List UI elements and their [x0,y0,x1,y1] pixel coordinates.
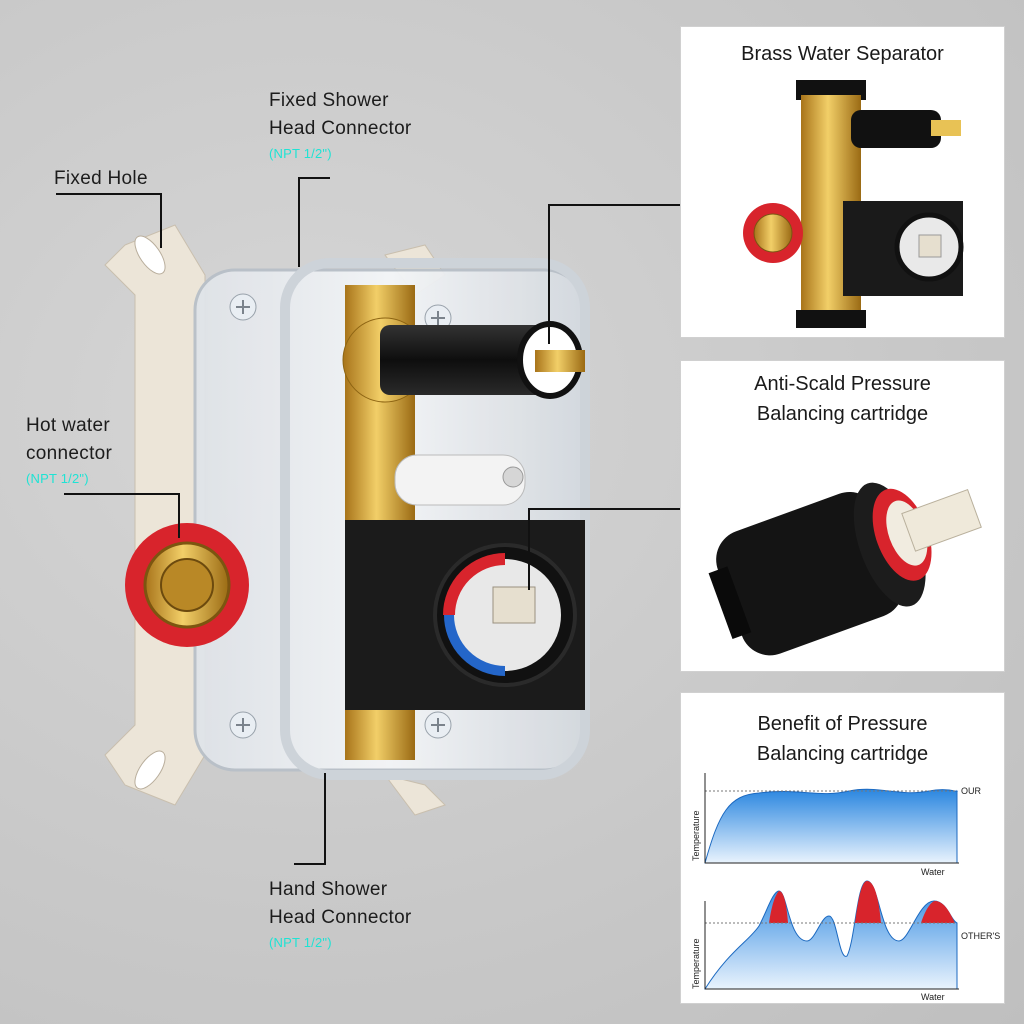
hot-water-npt: (NPT 1/2") [26,471,89,486]
brass-leader-v [548,204,550,344]
brass-leader-h [548,204,680,206]
hot-water-leader-v [178,493,180,538]
brass-separator-title: Brass Water Separator [741,43,944,65]
fixed-hole-leader-v [160,193,162,248]
others-xlabel: Water [921,992,945,1002]
benefit-title-2: Balancing cartridge [756,743,929,765]
hand-shower-leader-h [294,863,326,865]
cartridge-leader-h [528,508,680,510]
hand-shower-label: Hand Shower Head Connector [269,879,412,928]
cartridge-panel: Anti-Scald Pressure Balancing cartridge [680,360,1005,672]
cartridge-title-2: Balancing cartridge [756,403,929,425]
fixed-hole-leader-h [56,193,162,195]
hand-shower-npt: (NPT 1/2") [269,935,332,950]
hot-water-leader-h [64,493,180,495]
benefit-panel: Benefit of Pressure Balancing cartridge … [680,692,1005,1004]
fixed-hole-label: Fixed Hole [54,168,148,189]
others-temperature-chart: OTHER'S Water Temperature [691,880,1000,1002]
our-temperature-chart: OUR Water Temperature [691,773,982,877]
others-ylabel: Temperature [691,938,701,989]
hand-shower-leader-v [324,773,326,865]
our-xlabel: Water [921,867,945,877]
others-series-label: OTHER'S [961,931,1000,941]
fixed-shower-label: Fixed Shower Head Connector [269,90,412,139]
fixed-shower-leader-v [298,177,300,267]
brass-separator-image [743,80,964,328]
hot-water-label: Hot water connector [26,415,113,464]
cartridge-leader-v [528,508,530,590]
fixed-shower-npt: (NPT 1/2") [269,146,332,161]
our-series-label: OUR [961,786,982,796]
cartridge-image [708,482,982,656]
fixed-shower-leader-h [298,177,330,179]
our-ylabel: Temperature [691,810,701,861]
brass-separator-panel: Brass Water Separator [680,26,1005,338]
valve-illustration [104,224,590,816]
cartridge-title-1: Anti-Scald Pressure [754,373,931,395]
benefit-title-1: Benefit of Pressure [757,713,928,735]
